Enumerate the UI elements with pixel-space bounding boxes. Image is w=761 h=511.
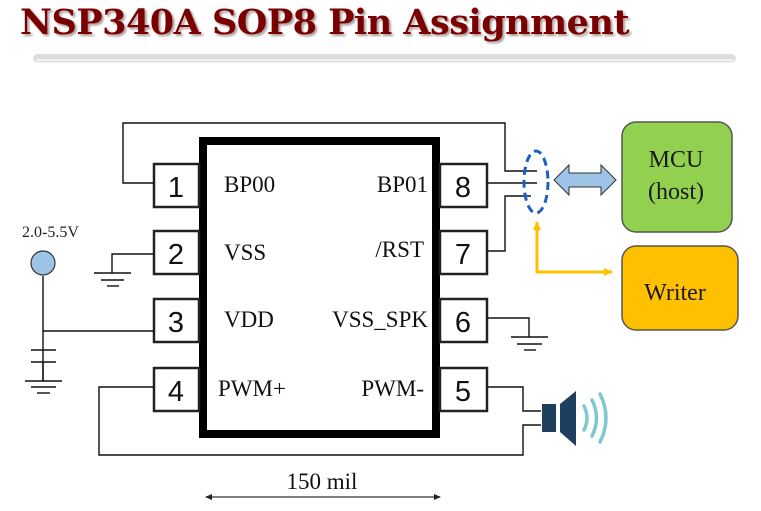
speaker-icon [542, 391, 608, 446]
writer-block: Writer [621, 245, 739, 331]
pin-number: 7 [455, 239, 471, 271]
pin-number: 4 [168, 376, 184, 408]
writer-arrow-icon [533, 221, 613, 276]
pin-number: 6 [455, 307, 471, 339]
capacitor-icon [31, 349, 56, 381]
wire-rst [487, 195, 531, 252]
pin-5: 5 [438, 366, 489, 413]
pin-3: 3 [152, 297, 201, 344]
pin-number: 5 [455, 376, 471, 408]
mcu-label: MCU [649, 147, 704, 173]
writer-label: Writer [644, 280, 706, 306]
supply-voltage-label: 2.0-5.5V [22, 224, 79, 241]
pin-name-pwm-minus: PWM- [361, 376, 424, 401]
pin-4: 4 [152, 366, 201, 413]
wire-pwm-minus [487, 386, 541, 412]
pin-name-vss: VSS [224, 240, 266, 265]
pin-name-vdd: VDD [224, 307, 274, 332]
pin-name-rst: /RST [375, 237, 424, 262]
title-divider [33, 54, 736, 63]
pin-name-vss-spk: VSS_SPK [332, 307, 428, 332]
pin-name-bp01: BP01 [377, 172, 428, 197]
bidirectional-bus-arrow-icon [553, 163, 617, 197]
pin-1: 1 [152, 162, 201, 209]
wire-pwm-plus [98, 386, 541, 456]
mcu-block: MCU (host) [621, 121, 733, 233]
pin-number: 3 [168, 307, 184, 339]
pin-8: 8 [438, 162, 489, 209]
page-title: NSP340A SOP8 Pin Assignment [20, 2, 630, 43]
wire-vss-spk [487, 317, 530, 337]
chip-width-label: 150 mil [287, 469, 358, 494]
pin-6: 6 [438, 297, 489, 344]
pin-2: 2 [152, 229, 201, 276]
supply-node-icon [30, 250, 56, 276]
pin-name-bp00: BP00 [224, 172, 275, 197]
pin-7: 7 [438, 229, 489, 276]
pin-number: 1 [168, 172, 184, 204]
wire-vdd [42, 276, 154, 332]
ground-icon [511, 336, 548, 351]
pin-name-pwm-plus: PWM+ [218, 376, 286, 401]
wire-vss [111, 253, 154, 273]
mcu-host-label: (host) [648, 179, 704, 205]
ground-icon [25, 380, 62, 394]
wire-bp00 [122, 122, 537, 184]
programming-interface-ellipse [522, 149, 550, 215]
pin-number: 2 [168, 239, 184, 271]
chip-body [199, 137, 440, 438]
pin-number: 8 [455, 172, 471, 204]
ground-icon [94, 272, 131, 287]
